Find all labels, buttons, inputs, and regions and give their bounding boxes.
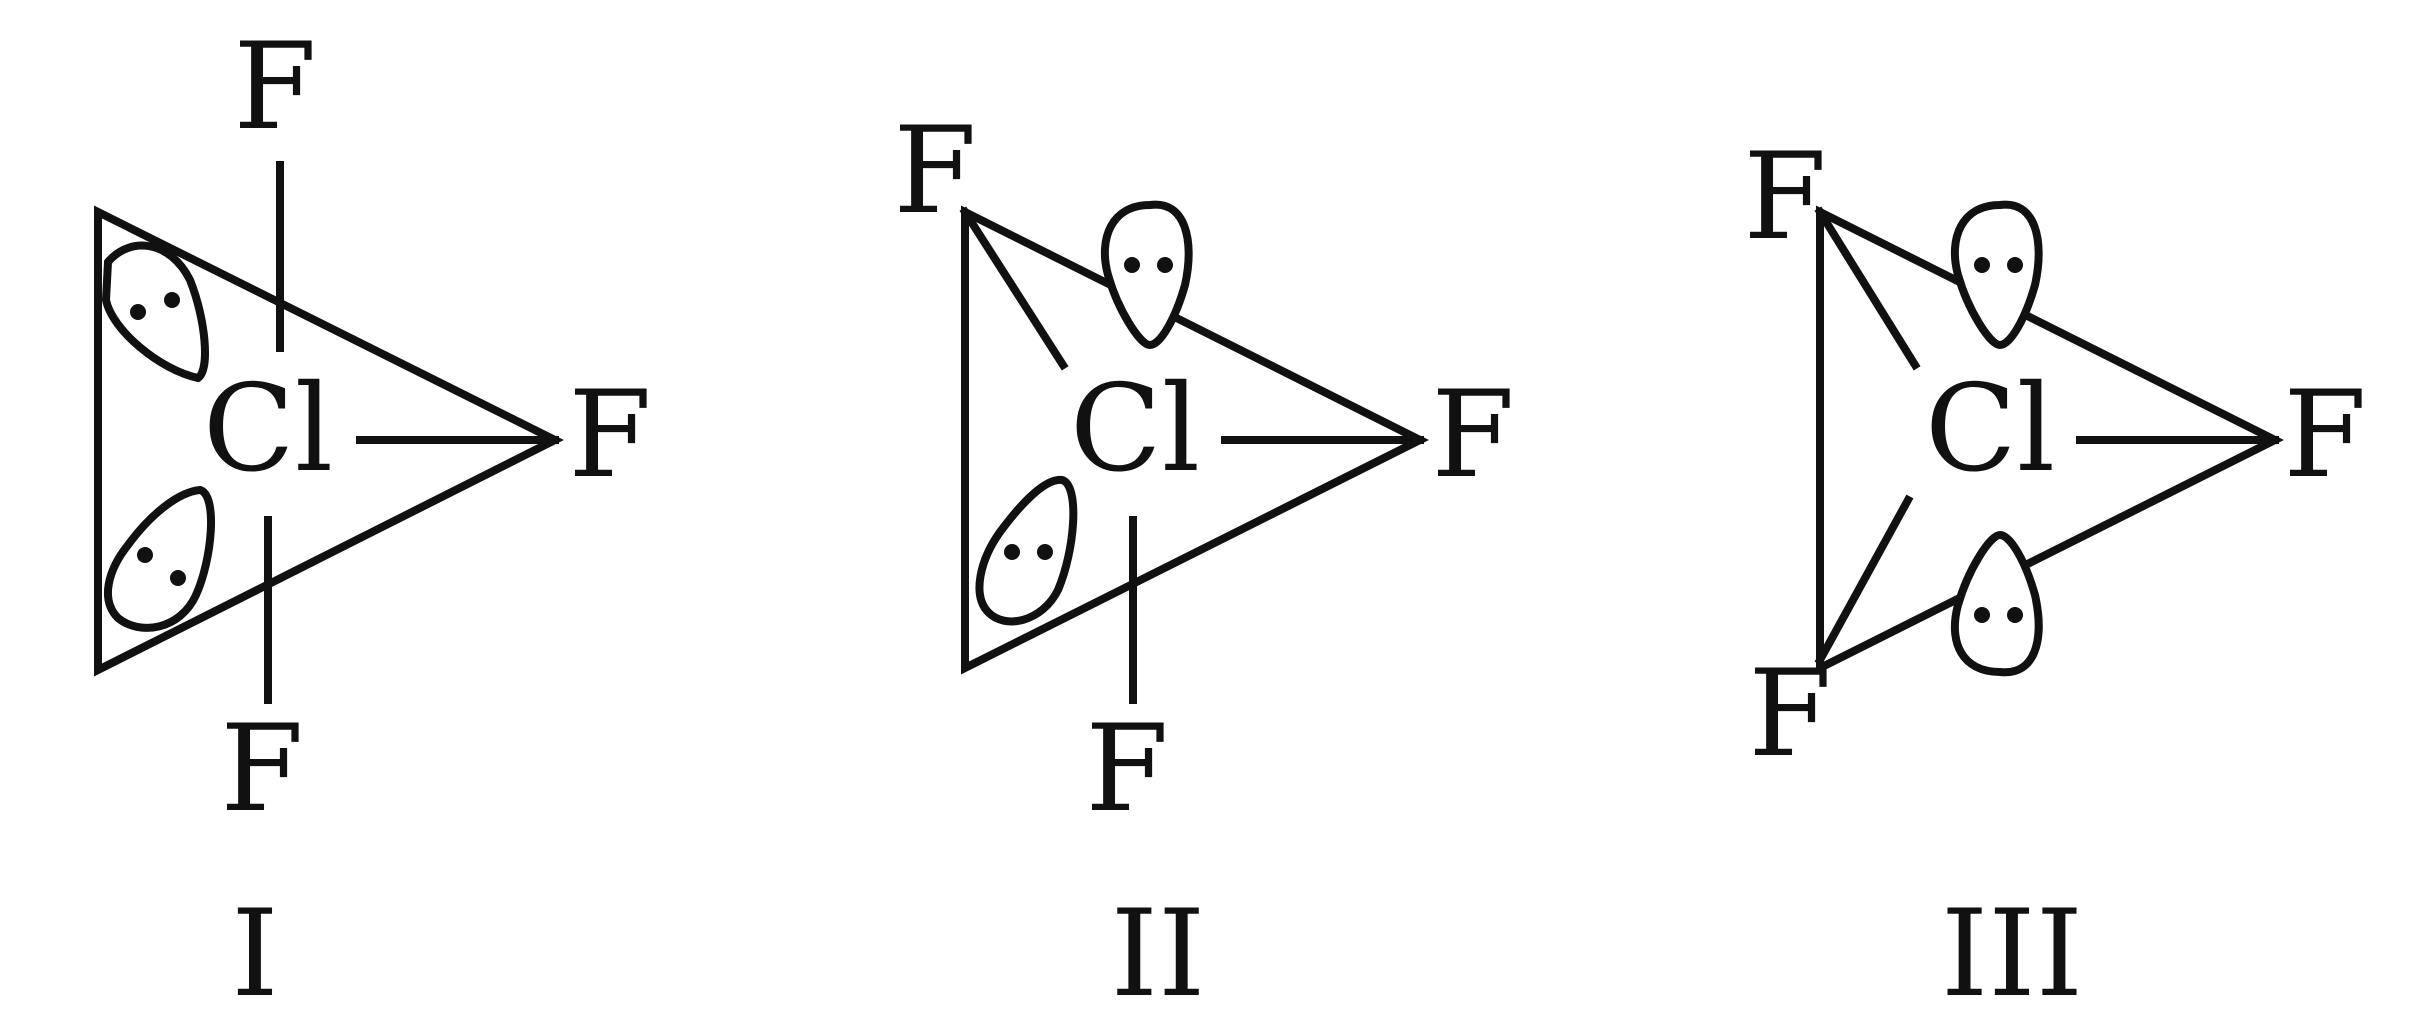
structure-1-trigonal-frame	[94, 205, 564, 677]
structure-2-atom-bottom: F	[1085, 700, 1168, 839]
structure-2: F Cl F F II	[893, 102, 1514, 1024]
structure-3-central-atom: Cl	[1925, 360, 2055, 499]
structure-2-lone-pair-1	[1100, 200, 1193, 350]
structure-2-lone-pair-2	[975, 475, 1078, 626]
structure-3: F Cl F F III	[1743, 128, 2366, 1024]
structure-1-lone-pair-2	[103, 485, 216, 632]
structure-3-lone-pair-1	[1950, 200, 2043, 350]
structure-3-atom-top-left: F	[1743, 128, 1826, 267]
structure-2-trigonal-frame	[961, 205, 1429, 675]
structure-2-bond-top-left	[959, 206, 1069, 371]
structure-1-atom-right: F	[568, 366, 651, 505]
structure-1-atom-top: F	[233, 18, 316, 157]
structure-1: F Cl F F I	[94, 18, 652, 1024]
structure-3-atom-right: F	[2283, 366, 2366, 505]
structure-1-atom-bottom: F	[220, 700, 303, 839]
structure-3-label: III	[1941, 885, 2083, 1024]
structure-3-bond-bottom-left	[1814, 494, 1914, 666]
structure-3-lone-pair-2	[1950, 530, 2043, 677]
structure-3-bond-top-left	[1814, 206, 1921, 371]
structure-1-label: I	[231, 885, 278, 1024]
structure-3-atom-bottom-left: F	[1748, 645, 1831, 784]
structure-2-atom-top-left: F	[893, 102, 976, 241]
structure-2-atom-right: F	[1431, 366, 1514, 505]
structure-1-central-atom: Cl	[203, 360, 333, 499]
structure-3-trigonal-frame	[1816, 205, 2284, 675]
structure-2-central-atom: Cl	[1070, 360, 1200, 499]
structure-2-label: II	[1111, 885, 1206, 1024]
structure-1-lone-pair-1	[101, 241, 209, 383]
